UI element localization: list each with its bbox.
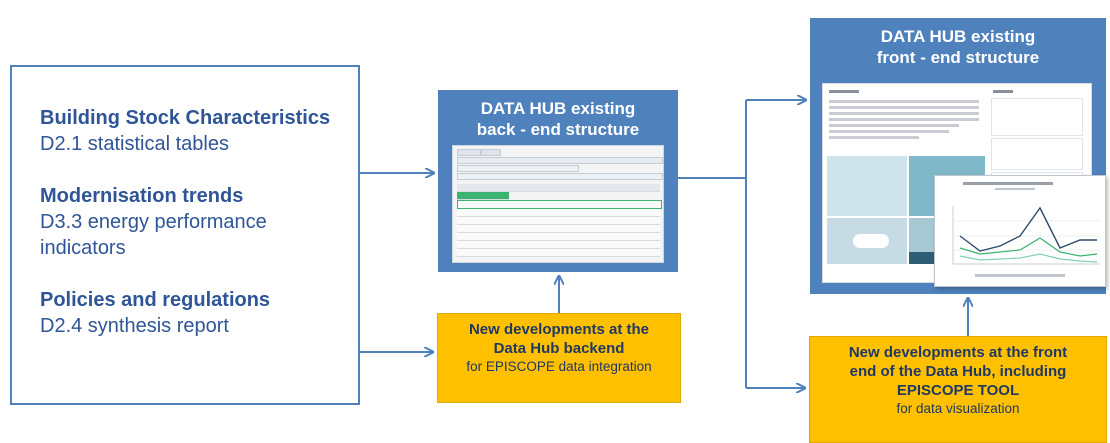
frontend-title-line2: front - end structure (876, 48, 1040, 67)
backend-title-line2: back - end structure (476, 120, 640, 139)
dev-backend-line1: New developments at the (468, 321, 650, 338)
source-modernisation: Modernisation trends D3.3 energy perform… (40, 183, 358, 261)
source-title: Modernisation trends (40, 185, 244, 207)
source-body: D2.4 synthesis report (40, 315, 229, 337)
backend-screenshot-image (452, 145, 664, 263)
frontend-title-line1: DATA HUB existing (880, 27, 1036, 46)
source-body: D3.3 energy performance indicators (40, 211, 267, 259)
source-policies: Policies and regulations D2.4 synthesis … (40, 287, 358, 339)
data-sources-box: Building Stock Characteristics D2.1 stat… (10, 65, 360, 405)
chart-thumbnail (952, 182, 1100, 277)
backend-developments-box: New developments at the Data Hub backend… (437, 313, 681, 403)
source-body: D2.1 statistical tables (40, 133, 229, 155)
source-title: Building Stock Characteristics (40, 107, 331, 129)
dev-frontend-line3: EPISCOPE TOOL (896, 382, 1020, 399)
dev-frontend-line1: New developments at the front (848, 344, 1068, 361)
source-building-stock: Building Stock Characteristics D2.1 stat… (40, 105, 358, 157)
dev-frontend-note: for data visualization (896, 401, 1020, 416)
backend-title-line1: DATA HUB existing (480, 99, 636, 118)
dev-backend-line2: Data Hub backend (493, 340, 625, 357)
source-title: Policies and regulations (40, 289, 271, 311)
episcope-chart-image (934, 175, 1106, 287)
frontend-developments-box: New developments at the front end of the… (809, 336, 1107, 443)
dev-frontend-line2: end of the Data Hub, including (849, 363, 1067, 380)
dev-backend-note: for EPISCOPE data integration (466, 359, 652, 374)
